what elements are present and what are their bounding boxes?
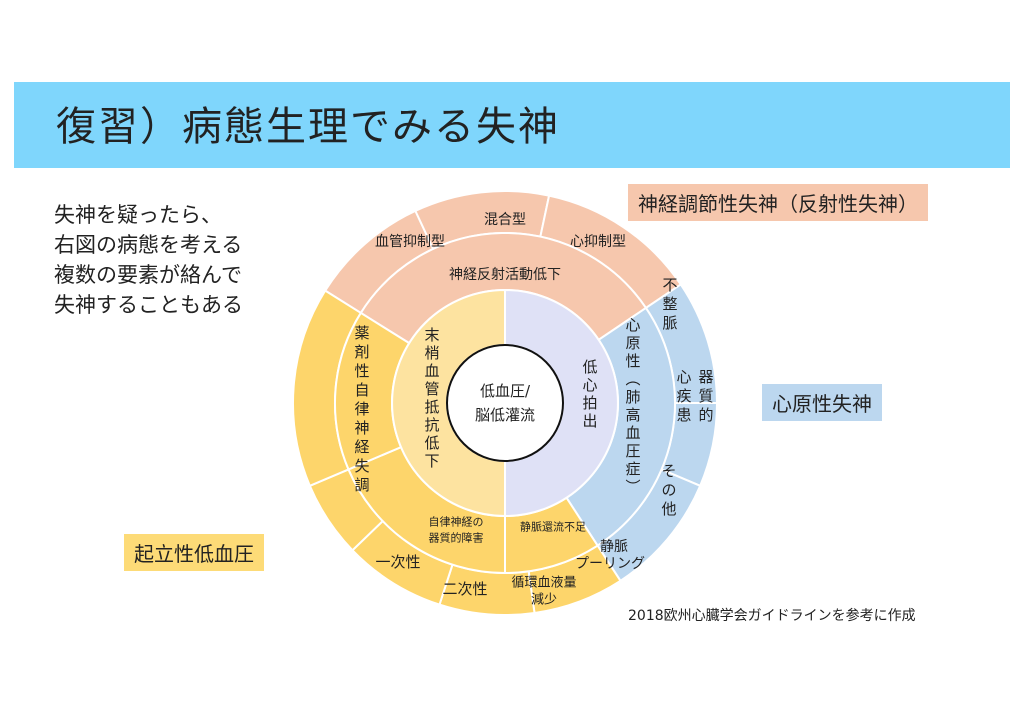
neural-syncope-badge: 神経調節性失神（反射性失神）	[628, 184, 928, 221]
primary-label: 一次性	[375, 553, 420, 571]
arrhythmia-label: 不整脈	[662, 276, 677, 332]
intro-line: 失神することもある	[54, 293, 243, 317]
other-label: その他	[661, 462, 676, 518]
autonomic-label: 自律神経の	[429, 515, 484, 529]
cardioinhibitory-label: 心抑制型	[570, 234, 626, 250]
intro-line: 失神を疑ったら、	[54, 203, 222, 227]
center-circle	[446, 344, 564, 462]
secondary-label: 二次性	[442, 580, 487, 598]
source-note: 2018欧州心臓学会ガイドラインを参考に作成	[628, 608, 916, 624]
page-title: 復習）病態生理でみる失神	[56, 104, 560, 150]
venous-pooling-label: プーリング	[575, 556, 645, 572]
venous-return-label: 静脈還流不足	[520, 520, 586, 534]
title-banner: 復習）病態生理でみる失神	[14, 82, 1010, 168]
cardiogenic-label: 心原性︵肺高血圧症︶	[625, 316, 640, 496]
intro-text: 失神を疑ったら、 右図の病態を考える 複数の要素が絡んで 失神することもある	[54, 200, 243, 320]
volume-loss-label: 減少	[531, 592, 557, 608]
cardiac-syncope-badge: 心原性失神	[762, 384, 882, 421]
volume-loss-label: 循環血液量	[511, 576, 576, 591]
intro-line: 複数の要素が絡んで	[54, 263, 242, 287]
structural-label: 心疾患	[676, 368, 691, 424]
mixed-label: 混合型	[484, 212, 526, 228]
cardiac-output-label: 低心拍出	[582, 358, 597, 430]
venous-pooling-label: 静脈	[600, 539, 628, 555]
drug-induced-label: 薬剤性自律神経失調	[354, 324, 369, 494]
center-label: 脳低灌流	[475, 406, 535, 424]
center-label: 低血圧/	[480, 382, 531, 400]
structural-label: 器質的	[698, 368, 713, 424]
neural-reflex-label: 神経反射活動低下	[449, 267, 561, 283]
peripheral-resistance-label: 末梢血管抵抗低下	[424, 326, 439, 470]
vasodepressor-label: 血管抑制型	[375, 234, 445, 250]
autonomic-label: 器質的障害	[429, 531, 484, 545]
intro-line: 右図の病態を考える	[54, 233, 243, 257]
orthostatic-hypotension-badge: 起立性低血圧	[124, 534, 264, 571]
